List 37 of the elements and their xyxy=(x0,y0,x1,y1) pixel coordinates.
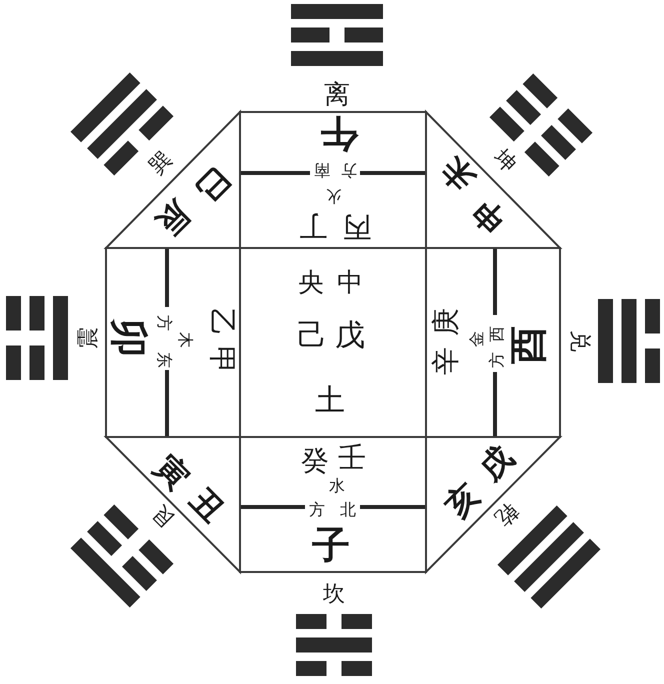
branch-character: 卯 xyxy=(109,319,147,357)
direction-label: 中 xyxy=(337,270,363,296)
branch-character: 子 xyxy=(312,527,350,565)
stem-character: 戊 xyxy=(335,321,365,351)
trigram-label: 巽 xyxy=(146,148,176,178)
trigram-label: 兑 xyxy=(569,330,591,352)
branch-character: 午 xyxy=(320,114,358,152)
direction-label: 南 xyxy=(314,161,330,177)
element-label: 火 xyxy=(326,187,342,203)
trigram-label: 离 xyxy=(324,82,350,108)
direction-label: 北 xyxy=(340,503,356,519)
direction-label: 方 xyxy=(155,315,171,331)
element-label: 金 xyxy=(470,331,486,347)
trigram-label: 坎 xyxy=(323,583,345,605)
stem-character: 丙 xyxy=(343,212,371,240)
trigram-label: 艮 xyxy=(148,500,178,530)
direction-label: 央 xyxy=(298,270,324,296)
direction-label: 方 xyxy=(490,352,506,368)
element-label: 土 xyxy=(315,386,345,416)
direction-label: 方 xyxy=(309,503,325,519)
trigram-label: 坤 xyxy=(490,146,520,176)
direction-label: 西 xyxy=(490,326,506,342)
element-label: 木 xyxy=(176,332,192,348)
stem-character: 甲 xyxy=(207,346,235,374)
direction-label: 东 xyxy=(155,352,171,368)
stem-character: 乙 xyxy=(207,308,235,336)
stem-character: 辛 xyxy=(433,347,461,375)
stem-character: 癸 xyxy=(301,448,329,476)
stem-character: 壬 xyxy=(338,445,366,473)
trigram-label: 乾 xyxy=(491,499,522,530)
stem-character: 己 xyxy=(297,321,327,351)
stem-character: 庚 xyxy=(433,308,461,336)
branch-character: 酉 xyxy=(510,326,548,364)
element-label: 水 xyxy=(329,479,345,495)
trigram-label: 震 xyxy=(77,327,99,349)
direction-label: 方 xyxy=(341,161,357,177)
stem-character: 丁 xyxy=(299,211,327,239)
